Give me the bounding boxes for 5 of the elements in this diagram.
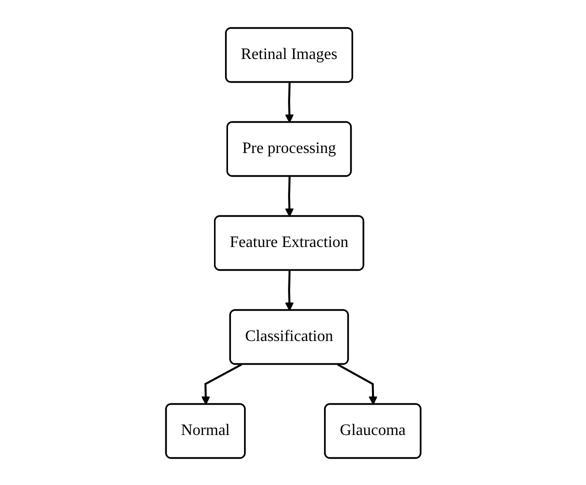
arrow — [336, 363, 378, 404]
arrow — [284, 82, 294, 122]
arrow — [201, 363, 242, 404]
arrow — [284, 270, 294, 310]
arrow — [284, 176, 294, 216]
